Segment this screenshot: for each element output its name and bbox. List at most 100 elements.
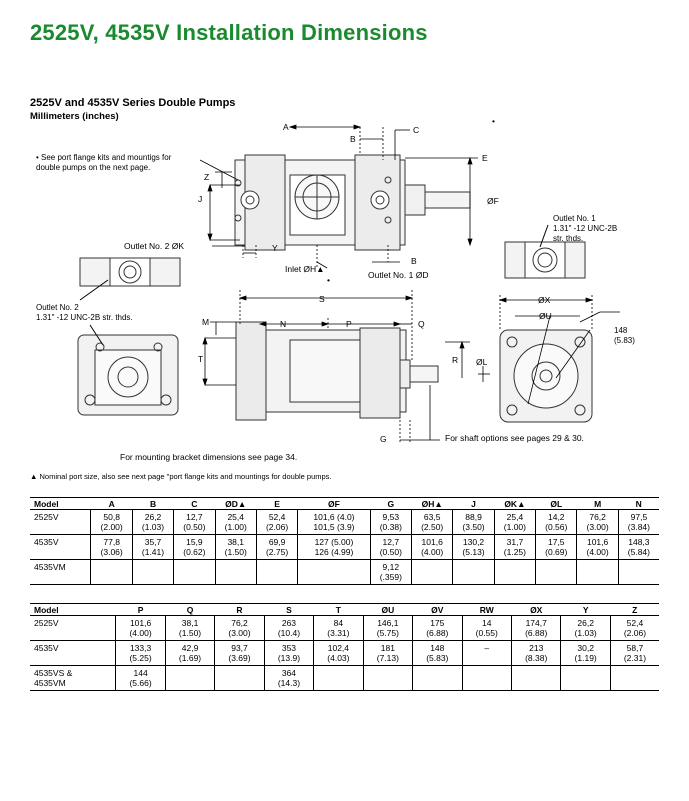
value-cell: [609, 665, 659, 691]
value-cell: [576, 559, 619, 585]
column-header: G: [370, 497, 412, 510]
value-cell: [452, 559, 495, 585]
outlet-2-note-line1: Outlet No. 2: [36, 303, 79, 312]
value-cell: [560, 665, 611, 691]
label-A: A: [283, 122, 289, 132]
value-in: (1.25): [503, 547, 526, 557]
label-P: P: [346, 319, 352, 329]
label-T: T: [198, 354, 204, 364]
label-X: ØX: [538, 295, 551, 305]
value-mm: 17,5: [547, 537, 565, 547]
label-G: G: [380, 434, 387, 444]
value-in: (1.19): [574, 653, 597, 663]
label-J: J: [198, 194, 203, 204]
value-mm: 76,2: [231, 618, 248, 628]
value-cell: [410, 559, 453, 585]
value-in: (3.06): [100, 547, 123, 557]
value-cell: 17,5(0.69): [535, 534, 577, 560]
port-flange-note-line2: double pumps on the next page.: [36, 163, 151, 172]
value-in: (5.75): [376, 628, 399, 638]
value-cell: 181(7.13): [362, 640, 413, 666]
side-view-pump: [235, 321, 439, 421]
value-cell: [90, 559, 133, 585]
value-in: (0.50): [379, 547, 402, 557]
value-cell: [461, 665, 512, 691]
model-name: 4535V: [34, 643, 59, 653]
value-cell: 101,6 (4.0)101,5 (3.9): [297, 509, 371, 535]
end-view-left: [77, 324, 179, 416]
label-dot-inlet: •: [327, 275, 330, 285]
value-in: 126 (4.99): [314, 547, 354, 557]
outlet-1-port-detail: [504, 224, 586, 279]
value-mm: 69,9: [268, 537, 286, 547]
label-M: M: [202, 317, 210, 327]
value-cell: [173, 559, 216, 585]
model-cell: 4535V: [30, 640, 116, 666]
units-label: Millimeters (inches): [30, 111, 119, 122]
value-cell: [214, 559, 257, 585]
value-in: (2.06): [623, 628, 647, 638]
port-flange-note: • See port flange kits and mountigs for …: [36, 153, 171, 173]
value-mm: 38,1: [227, 537, 244, 547]
column-header: Q: [165, 603, 215, 616]
label-outlet-2: Outlet No. 2 ØK: [124, 241, 184, 251]
value-cell: 102,4(4.03): [313, 640, 364, 666]
value-mm: 88,9: [465, 512, 482, 522]
outlet-2-port-detail: [79, 257, 181, 301]
value-cell: [255, 559, 298, 585]
value-mm: 84: [333, 618, 344, 628]
value-mm: 12,7: [186, 512, 203, 522]
value-mm: 146,1: [377, 618, 399, 628]
value-in: (14.3): [277, 678, 301, 688]
outlet-2-note-line2: 1.31" -12 UNC-2B str. thds.: [36, 313, 133, 322]
value-mm: 127 (5.00): [314, 537, 354, 547]
value-in: (2.50): [421, 522, 444, 532]
port-flange-note-line1: • See port flange kits and mountigs for: [36, 153, 172, 162]
column-header: M: [576, 497, 619, 510]
value-cell: 174,7(6.88): [510, 615, 561, 641]
value-in: (0.62): [183, 547, 206, 557]
value-cell: 213(8.38): [510, 640, 561, 666]
model-name-line2: 4535VM: [34, 678, 66, 688]
column-header: Model: [30, 603, 116, 616]
column-header: J: [452, 497, 495, 510]
value-cell: 93,7(3.69): [214, 640, 265, 666]
value-cell: 14,2(0.56): [535, 509, 577, 535]
value-cell: 263(10.4): [263, 615, 314, 641]
column-header: Y: [560, 603, 611, 616]
value-cell: 52,4(2.06): [255, 509, 298, 535]
value-in: (1.00): [224, 522, 247, 532]
column-header: T: [313, 603, 364, 616]
value-cell: [214, 665, 265, 691]
value-mm: 26,2: [144, 512, 162, 522]
value-mm: 101,6: [421, 537, 443, 547]
column-header: E: [256, 497, 298, 510]
label-Z: Z: [204, 172, 210, 182]
label-N: N: [280, 319, 287, 329]
value-in: (0.50): [183, 522, 206, 532]
end-view-right: [499, 329, 593, 423]
value-cell: 127 (5.00)126 (4.99): [297, 534, 371, 560]
value-mm: 14,2: [547, 512, 565, 522]
column-header: ØF: [297, 497, 371, 510]
value-mm: 52,4: [268, 512, 286, 522]
value-cell: [131, 559, 174, 585]
value-cell: 69,9(2.75): [255, 534, 298, 560]
value-cell: 26,2(1.03): [560, 615, 611, 641]
model-cell: 4535VM: [30, 559, 91, 585]
value-in: (2.31): [623, 653, 647, 663]
model-cell: 2525V: [30, 509, 91, 535]
value-mm: 263: [281, 618, 297, 628]
value-mm: 101,6 (4.0): [313, 512, 355, 522]
value-cell: 146,1(5.75): [362, 615, 413, 641]
column-header: Z: [610, 603, 659, 616]
value-in: (2.06): [265, 522, 289, 532]
value-in: (8.38): [525, 653, 548, 663]
value-in: (3.69): [228, 653, 251, 663]
